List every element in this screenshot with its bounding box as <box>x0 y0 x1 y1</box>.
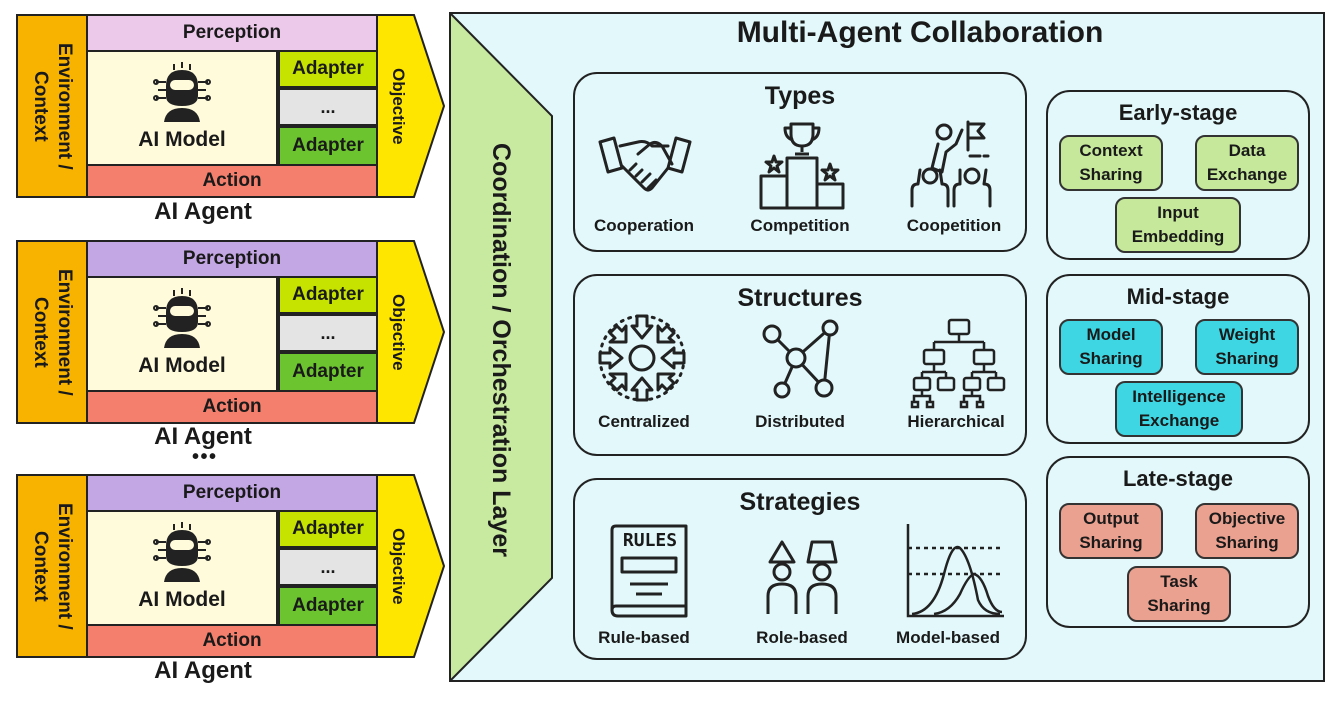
action-bar: Action <box>86 164 378 198</box>
structure-label-distributed: Distributed <box>755 412 845 431</box>
agent-label: AI Agent <box>154 657 252 684</box>
ai-model-label: AI Model <box>138 354 226 377</box>
main-title: Multi-Agent Collaboration <box>736 16 1104 49</box>
ellipsis-label: ... <box>320 556 336 577</box>
coordination-layer-trapezoid <box>449 12 553 682</box>
type-label-cooperation: Cooperation <box>593 216 695 235</box>
strategy-label-role-based: Role-based <box>756 628 848 647</box>
agent-label: AI Agent <box>154 423 252 450</box>
strategies-panel <box>573 478 1027 660</box>
objective-arrow <box>376 14 446 198</box>
environment-block: Environment / Context <box>16 14 88 198</box>
environment-block: Environment / Context <box>16 240 88 424</box>
agents-ellipsis: • • • <box>191 446 216 468</box>
late-stage-title: Late-stage <box>1122 466 1234 491</box>
action-label: Action <box>202 630 262 651</box>
mid-stage-title: Mid-stage <box>1126 284 1230 309</box>
type-label-competition: Competition <box>750 216 850 235</box>
context-sharing-chip: Context Sharing <box>1059 135 1163 191</box>
perception-bar: Perception <box>86 240 378 278</box>
perception-label: Perception <box>182 248 282 269</box>
ai-model-box: AI Model <box>86 276 278 392</box>
adapter-label: Adapter <box>292 518 364 539</box>
robot-head-icon <box>152 62 212 122</box>
objective-label: Objective <box>389 527 408 605</box>
ellipsis-label: ... <box>320 322 336 343</box>
weight-sharing-chip: Weight Sharing <box>1195 319 1299 375</box>
robot-head-icon <box>152 288 212 348</box>
distribution-plot-icon <box>904 524 1004 620</box>
perception-bar: Perception <box>86 474 378 512</box>
coordination-label: Coordination / Orchestration Layer <box>487 143 515 557</box>
structure-label-hierarchical: Hierarchical <box>907 412 1005 431</box>
environment-label: Environment / Context <box>30 268 75 396</box>
structure-label-centralized: Centralized <box>598 412 690 431</box>
strategy-label-rule-based: Rule-based <box>598 628 690 647</box>
ai-model-box: AI Model <box>86 50 278 166</box>
two-people-icon <box>764 540 840 616</box>
early-stage-title: Early-stage <box>1118 100 1238 125</box>
output-sharing-chip: Output Sharing <box>1059 503 1163 559</box>
adapter-ellipsis: ... <box>278 548 378 586</box>
ai-model-label: AI Model <box>138 588 226 611</box>
ai-model-box: AI Model <box>86 510 278 626</box>
adapter-label: Adapter <box>292 361 364 382</box>
ellipsis-label: ... <box>320 96 336 117</box>
adapter-ellipsis: ... <box>278 88 378 126</box>
adapter-block: Adapter <box>278 586 378 626</box>
types-title: Types <box>764 82 836 110</box>
strategy-label-model-based: Model-based <box>896 628 1000 647</box>
adapter-block: Adapter <box>278 510 378 548</box>
tree-hierarchy-icon <box>910 318 1006 409</box>
adapter-block: Adapter <box>278 276 378 314</box>
data-exchange-chip: Data Exchange <box>1195 135 1299 191</box>
adapter-label: Adapter <box>292 135 364 156</box>
input-embedding-chip: Input Embedding <box>1115 197 1241 253</box>
types-panel <box>573 72 1027 252</box>
adapter-ellipsis: ... <box>278 314 378 352</box>
perception-bar: Perception <box>86 14 378 52</box>
objective-label-wrap: Objective <box>378 240 418 424</box>
objective-label-wrap: Objective <box>378 14 418 198</box>
model-sharing-chip: Model Sharing <box>1059 319 1163 375</box>
adapter-block: Adapter <box>278 352 378 392</box>
environment-label: Environment / Context <box>30 42 75 170</box>
rules-icon-text: RULES <box>622 530 678 551</box>
intelligence-exchange-chip: Intelligence Exchange <box>1115 381 1243 437</box>
strategies-title: Strategies <box>739 488 861 516</box>
environment-block: Environment / Context <box>16 474 88 658</box>
perception-label: Perception <box>182 482 282 503</box>
podium-trophy-icon <box>757 120 847 210</box>
objective-label: Objective <box>389 293 408 371</box>
action-bar: Action <box>86 624 378 658</box>
team-flag-icon <box>908 120 1004 210</box>
objective-arrow <box>376 240 446 424</box>
ai-model-label: AI Model <box>138 128 226 151</box>
centralized-arrows-icon <box>596 312 688 404</box>
adapter-label: Adapter <box>292 284 364 305</box>
rules-book-icon: RULES <box>606 524 690 618</box>
agent-label: AI Agent <box>154 198 252 225</box>
task-sharing-chip: Task Sharing <box>1127 566 1231 622</box>
objective-arrow <box>376 474 446 658</box>
objective-label: Objective <box>389 67 408 145</box>
type-label-coopetition: Coopetition <box>906 216 1002 235</box>
adapter-block: Adapter <box>278 126 378 166</box>
structures-title: Structures <box>737 284 863 312</box>
action-bar: Action <box>86 390 378 424</box>
adapter-label: Adapter <box>292 58 364 79</box>
objective-sharing-chip: Objective Sharing <box>1195 503 1299 559</box>
environment-label: Environment / Context <box>30 502 75 630</box>
adapter-block: Adapter <box>278 50 378 88</box>
action-label: Action <box>202 170 262 191</box>
robot-head-icon <box>152 522 212 582</box>
coordination-label-wrap: Coordination / Orchestration Layer <box>456 140 546 560</box>
adapter-label: Adapter <box>292 595 364 616</box>
handshake-icon <box>598 134 692 196</box>
action-label: Action <box>202 396 262 417</box>
objective-label-wrap: Objective <box>378 474 418 658</box>
network-nodes-icon <box>760 318 846 400</box>
perception-label: Perception <box>182 22 282 43</box>
